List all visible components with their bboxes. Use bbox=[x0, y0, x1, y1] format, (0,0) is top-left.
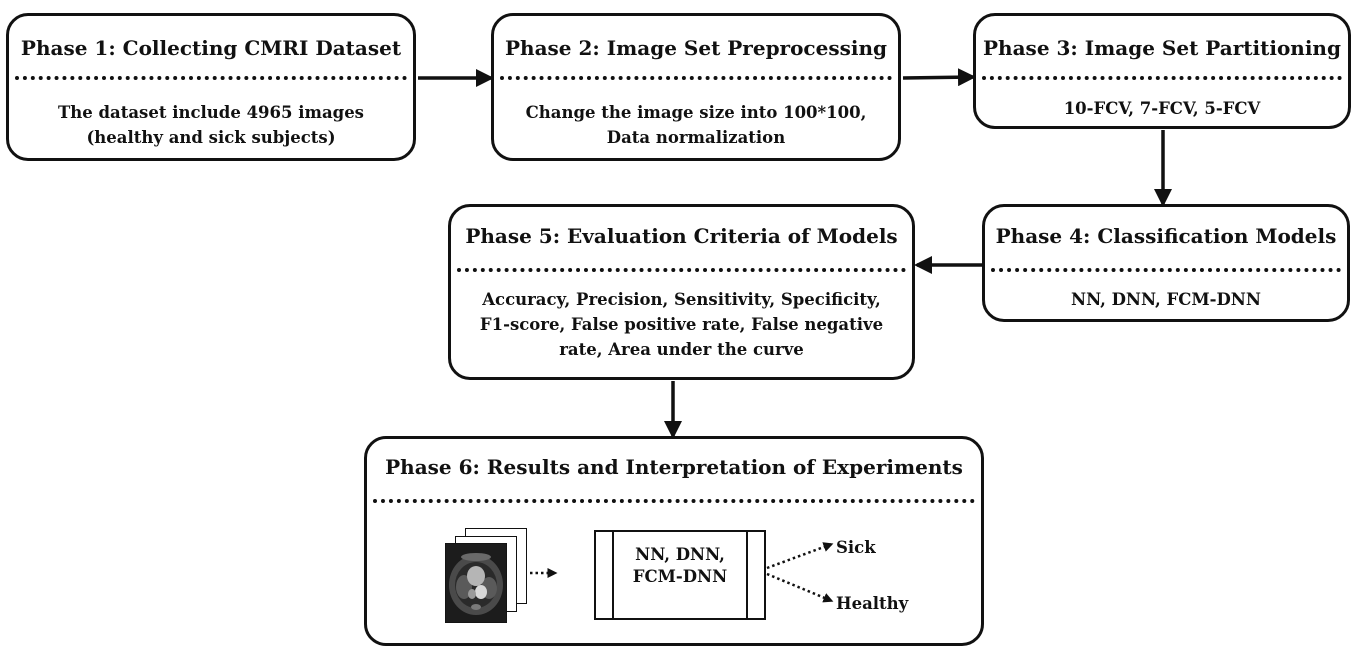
phase-4-divider bbox=[991, 268, 1341, 272]
phase-2-title: Phase 2: Image Set Preprocessing bbox=[505, 36, 887, 60]
phase-5-box: Phase 5: Evaluation Criteria of Models A… bbox=[448, 204, 915, 380]
phase-5-body: Accuracy, Precision, Sensitivity, Specif… bbox=[455, 287, 908, 362]
phase-3-body: 10-FCV, 7-FCV, 5-FCV bbox=[980, 96, 1344, 121]
phase-4-body: NN, DNN, FCM-DNN bbox=[989, 287, 1343, 312]
phase-2-box: Phase 2: Image Set Preprocessing Change … bbox=[491, 13, 901, 161]
classifier-right-bar bbox=[746, 532, 748, 618]
phase-1-title: Phase 1: Collecting CMRI Dataset bbox=[20, 36, 402, 60]
phase-3-box: Phase 3: Image Set Partitioning 10-FCV, … bbox=[973, 13, 1351, 129]
output-sick-label: Sick bbox=[836, 538, 876, 557]
phase-2-body-line-1: Change the image size into 100*100, bbox=[525, 103, 867, 122]
phase-4-title: Phase 4: Classification Models bbox=[995, 224, 1337, 248]
phase-1-body-line-2: (healthy and sick subjects) bbox=[86, 128, 336, 147]
phase-6-title: Phase 6: Results and Interpretation of E… bbox=[385, 455, 963, 479]
phase-5-body-line-3: rate, Area under the curve bbox=[559, 340, 804, 359]
phase-3-title: Phase 3: Image Set Partitioning bbox=[983, 36, 1341, 60]
arrow-classifier-to-sick bbox=[766, 542, 834, 570]
phase-1-box: Phase 1: Collecting CMRI Dataset The dat… bbox=[6, 13, 416, 161]
phase-5-body-line-2: F1-score, False positive rate, False neg… bbox=[479, 315, 884, 334]
phase-5-divider bbox=[457, 268, 906, 272]
phase-5-title: Phase 5: Evaluation Criteria of Models bbox=[465, 224, 898, 248]
classifier-model-box: NN, DNN, FCM-DNN bbox=[594, 530, 766, 620]
phase-2-divider bbox=[500, 76, 892, 80]
cmri-image-stack bbox=[445, 528, 529, 624]
phase-2-body: Change the image size into 100*100, Data… bbox=[498, 100, 894, 150]
phase-2-body-line-2: Data normalization bbox=[606, 128, 786, 147]
phase-1-body-line-1: The dataset include 4965 images bbox=[58, 103, 364, 122]
phase-4-body-line-1: NN, DNN, FCM-DNN bbox=[1071, 290, 1261, 309]
phase-1-body: The dataset include 4965 images (healthy… bbox=[13, 100, 409, 150]
output-healthy-label: Healthy bbox=[836, 594, 909, 613]
phase-5-body-line-1: Accuracy, Precision, Sensitivity, Specif… bbox=[482, 290, 881, 309]
phase-1-divider bbox=[15, 76, 407, 80]
classifier-left-bar bbox=[612, 532, 614, 618]
classifier-label-line-2: FCM-DNN bbox=[632, 567, 728, 586]
phase-3-divider bbox=[982, 76, 1342, 80]
classifier-label-line-1: NN, DNN, bbox=[635, 545, 725, 564]
phase-4-box: Phase 4: Classification Models NN, DNN, … bbox=[982, 204, 1350, 322]
phase-6-divider bbox=[373, 499, 975, 503]
connector-arrows bbox=[418, 68, 1172, 603]
phase-3-body-line-1: 10-FCV, 7-FCV, 5-FCV bbox=[1063, 99, 1261, 118]
arrow-phase2-to-phase3 bbox=[902, 68, 976, 87]
classifier-label: NN, DNN, FCM-DNN bbox=[614, 544, 746, 588]
mri-slice-image bbox=[445, 543, 507, 623]
arrow-classifier-to-healthy bbox=[766, 572, 834, 603]
